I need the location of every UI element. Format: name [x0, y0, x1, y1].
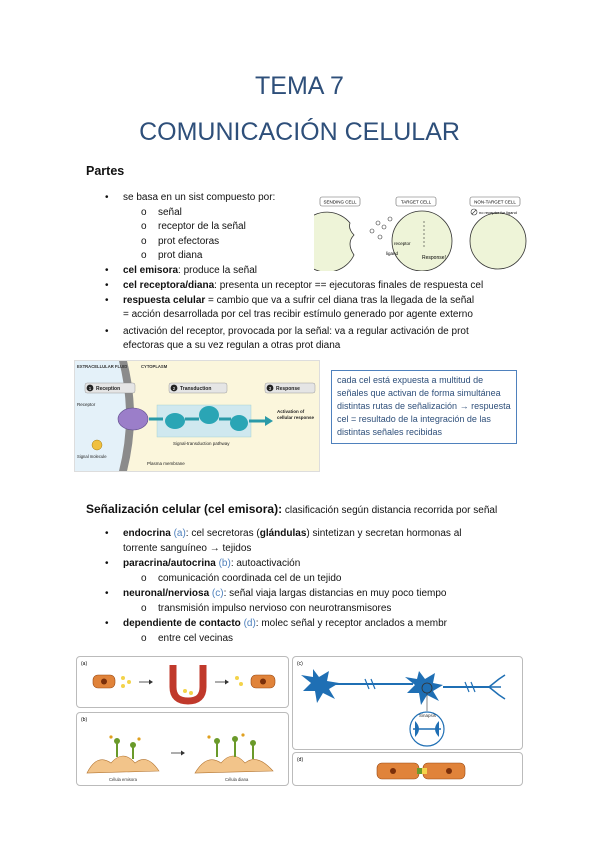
label-pathway: Signal-transduction pathway	[173, 441, 230, 446]
paracrine-graphic: (b) Célula emisora Célula diana	[81, 717, 274, 782]
neuronal-graphic: (c) Sinapsis	[297, 661, 506, 747]
contact-graphic: (d)	[297, 757, 466, 780]
activacion-line2: efectoras que a su vez regulan a otras p…	[123, 340, 341, 351]
note-box: cada cel está expuesta a multitud de señ…	[331, 370, 517, 444]
title-main: COMUNICACIÓN CELULAR	[139, 118, 460, 146]
sub-prot-diana: prot diana	[141, 249, 203, 262]
svg-text:1: 1	[89, 386, 92, 391]
label-celula-diana: Célula diana	[225, 777, 249, 782]
label-cytoplasm: CYTOPLASM	[141, 364, 168, 369]
label-sinapsis: Sinapsis	[419, 713, 437, 718]
endocrina-line2: torrente sanguíneo → tejidos	[123, 543, 252, 554]
section-heading-partes: Partes	[86, 164, 125, 178]
figure-signal-pathway: EXTRACELLULAR FLUID CYTOPLASM 1 Receptio…	[74, 360, 320, 472]
nontarget-cell-shape	[469, 212, 527, 270]
label-celula-emisora: Célula emisora	[109, 777, 138, 782]
sub-vecinas: entre cel vecinas	[141, 632, 233, 645]
endocrine-graphic: (a)	[81, 661, 276, 705]
label-reception: Reception	[96, 386, 120, 392]
label-ligand: ligand	[386, 251, 399, 256]
sub-senal: señal	[141, 206, 182, 219]
sub-prot-efectoras: prot efectoras	[141, 235, 219, 248]
section-heading-senalizacion: Señalización celular (cel emisora): clas…	[86, 502, 498, 516]
sub-comunicacion: comunicación coordinada cel de un tejido	[141, 572, 341, 585]
figure-endocrine: (a)	[76, 656, 289, 708]
bullet-cel-emisora: cel emisora: produce la señal	[105, 264, 257, 277]
sub-transmision: transmisión impulso nervioso con neurotr…	[141, 602, 391, 615]
label-receptor: receptor	[394, 241, 411, 246]
label-b: (b)	[81, 717, 87, 723]
bullet-sistema: se basa en un sist compuesto por:	[105, 191, 275, 204]
label-response: Response!	[422, 255, 446, 261]
bullet-respuesta: respuesta celular = cambio que va a sufr…	[105, 294, 474, 307]
label-signal-molecule: Signal molecule	[77, 454, 107, 459]
bullet-paracrina: paracrina/autocrina (b): autoactivación	[105, 557, 300, 570]
label-activation: Activation of cellular response	[277, 409, 315, 420]
signal-molecule-shape	[91, 439, 103, 451]
label-no-receptor: no receptor for ligand	[479, 210, 517, 215]
label-nontarget-cell: NON-TARGET CELL	[474, 200, 516, 205]
label-receptor-fig2: Receptor	[77, 402, 96, 407]
label-transduction: Transduction	[180, 386, 211, 392]
figure-contact: (d)	[292, 752, 523, 786]
bullet-cel-receptora: cel receptora/diana: presenta un recepto…	[105, 279, 483, 292]
figure-cells: SENDING CELL TARGET CELL NON-TARGET CELL…	[314, 196, 527, 271]
sub-receptor: receptor de la señal	[141, 220, 246, 233]
label-a: (a)	[81, 661, 87, 667]
bullet-contacto: dependiente de contacto (d): molec señal…	[105, 617, 447, 630]
figure-neuronal: (c) Sinapsis	[292, 656, 523, 750]
receptor-shape	[117, 407, 149, 431]
respuesta-line2: = acción desarrollada por cel tras recib…	[123, 309, 473, 320]
label-d: (d)	[297, 757, 303, 763]
figure-paracrine: (b) Célula emisora Célula diana	[76, 712, 289, 786]
label-c: (c)	[297, 661, 303, 667]
label-extracellular: EXTRACELLULAR FLUID	[77, 364, 127, 369]
svg-text:3: 3	[269, 386, 272, 391]
target-cell-shape	[391, 210, 453, 271]
bullet-endocrina: endocrina (a): cel secretoras (glándulas…	[105, 527, 462, 540]
bullet-neuronal: neuronal/nerviosa (c): señal viaja larga…	[105, 587, 446, 600]
label-target-cell: TARGET CELL	[401, 200, 432, 205]
label-response-step: Response	[276, 386, 300, 392]
label-sending-cell: SENDING CELL	[323, 200, 357, 205]
sending-cell-shape	[314, 211, 355, 271]
title-tema: TEMA 7	[255, 72, 344, 100]
bullet-activacion: activación del receptor, provocada por l…	[105, 325, 469, 338]
svg-text:2: 2	[173, 386, 176, 391]
signal-pathway-graphic: EXTRACELLULAR FLUID CYTOPLASM 1 Receptio…	[75, 361, 316, 471]
label-plasma-membrane: Plasma membrane	[147, 461, 185, 466]
